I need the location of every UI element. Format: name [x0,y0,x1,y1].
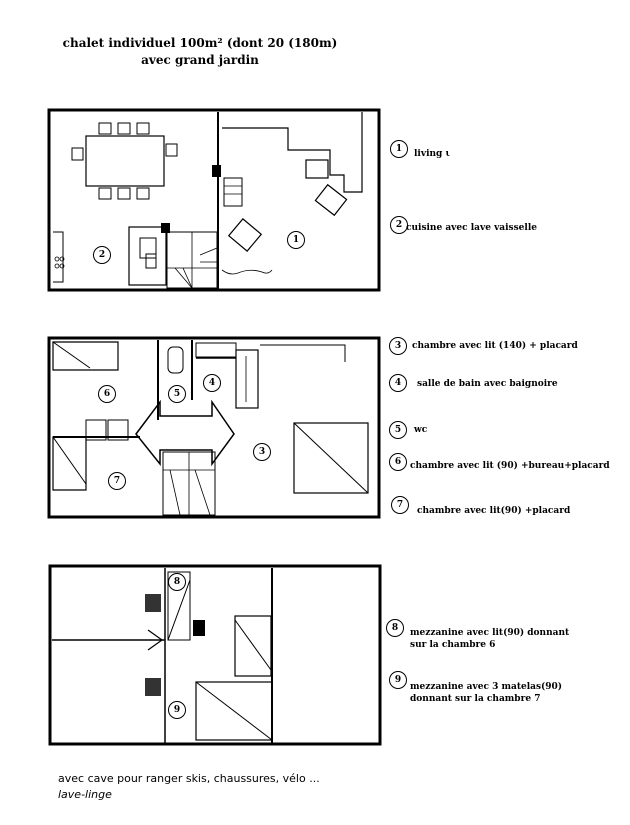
legend-number: 8 [386,619,404,637]
legend-number: 7 [391,496,409,514]
room-number-9: 9 [168,701,186,719]
legend-text: salle de bain avec baignoire [417,379,558,389]
legend-number: 4 [389,374,407,392]
mezzanine-floor-plan [48,564,382,746]
legend-text-line2: donnant sur la chambre 7 [410,694,541,704]
page-subtitle: avec grand jardin [141,53,259,67]
legend-number: 5 [389,421,407,439]
legend-number: 2 [390,216,408,234]
room-number-8: 8 [168,573,186,591]
legend-number: 1 [390,140,408,158]
room-number-2: 2 [93,246,111,264]
first-floor-plan [47,336,381,519]
legend-number: 3 [389,337,407,355]
legend-text-line2: sur la chambre 6 [410,640,496,650]
legend-text: living ι [414,149,450,159]
room-number-1: 1 [287,231,305,249]
room-number-4: 4 [203,374,221,392]
legend-text: chambre avec lit (140) + placard [412,341,578,351]
legend-text: mezzanine avec lit(90) donnant [410,628,570,638]
basement-note: avec cave pour ranger skis, chaussures, … [58,772,320,785]
room-number-3: 3 [253,443,271,461]
room-number-7: 7 [108,472,126,490]
legend-text: mezzanine avec 3 matelas(90) [410,682,563,692]
legend-text: chambre avec lit(90) +placard [417,506,571,516]
laundry-note: lave-linge [58,788,112,801]
legend-text: cuisine avec lave vaisselle [406,223,537,233]
page-title: chalet individuel 100m² (dont 20 (180m) [62,36,338,50]
room-number-6: 6 [98,385,116,403]
legend-number: 9 [389,671,407,689]
room-number-5: 5 [168,385,186,403]
ground-floor-plan [47,108,381,292]
legend-number: 6 [389,453,407,471]
legend-text: chambre avec lit (90) +bureau+placard [410,461,610,471]
legend-text: wc [414,425,428,435]
